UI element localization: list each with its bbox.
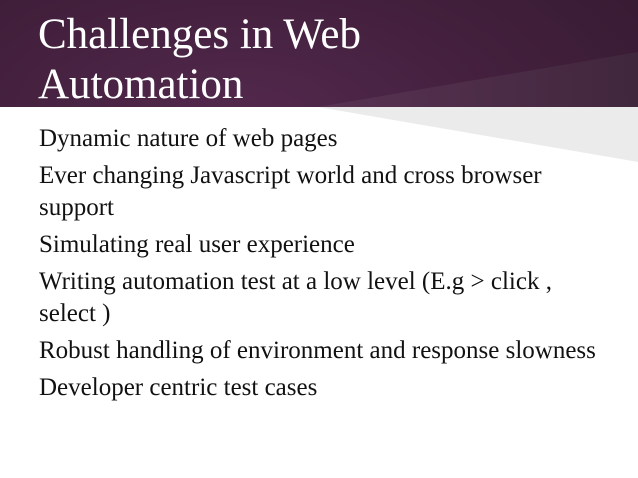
bullet-item: Simulating real user experience — [39, 231, 355, 258]
slide-title: Challenges in Web Automation — [38, 10, 361, 110]
title-banner: Challenges in Web Automation — [0, 0, 638, 110]
bullet-item: Dynamic nature of web pages — [39, 125, 338, 152]
banner-light-triangle-shape — [318, 52, 638, 107]
gray-triangle-shape — [318, 107, 638, 162]
bullet-item: Ever changing Javascript world and cross… — [39, 162, 542, 221]
bullet-item: Robust handling of environment and respo… — [39, 337, 596, 364]
title-line-2: Automation — [38, 61, 244, 108]
bullet-item: Writing automation test at a low level (… — [39, 268, 552, 327]
bullet-list: Dynamic nature of web pages Ever changin… — [39, 123, 609, 409]
title-line-1: Challenges in Web — [38, 11, 361, 58]
bullet-item: Developer centric test cases — [39, 374, 318, 401]
